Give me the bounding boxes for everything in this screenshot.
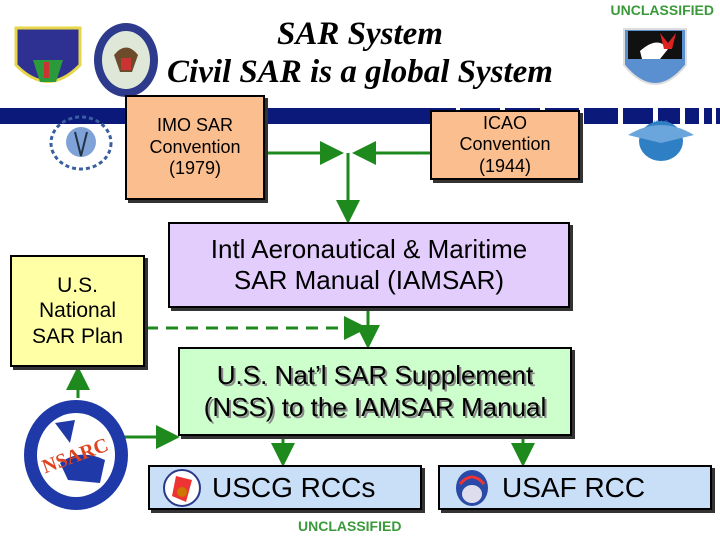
nsarc-logo: NSARC	[24, 400, 128, 510]
classification-top: UNCLASSIFIED	[610, 2, 714, 18]
usaf-rcc-box: USAF RCC	[438, 465, 712, 510]
iamsar-box: Intl Aeronautical & Maritime SAR Manual …	[168, 222, 570, 308]
icao-convention-box: ICAO Convention (1944)	[430, 110, 580, 180]
uscg-rccs-box: USCG RCCs	[148, 465, 422, 510]
title-line2: Civil SAR is a global System	[167, 54, 553, 90]
icao-logo: ICAO	[628, 121, 694, 161]
usaf-rcc-logo	[456, 469, 488, 506]
northcom-seal	[94, 23, 158, 97]
nss-box: U.S. Nat’l SAR Supplement (NSS) to the I…	[178, 347, 572, 436]
usaf-label: USAF RCC	[502, 471, 646, 503]
classification-bottom: UNCLASSIFIED	[298, 518, 402, 534]
title-line1: SAR System	[277, 16, 443, 52]
conr-afnorth-logo	[623, 28, 687, 85]
uscg-logo	[163, 468, 201, 507]
imo-sar-convention-box: IMO SAR Convention (1979)	[125, 95, 265, 200]
norad-logo	[14, 26, 82, 83]
uscg-label: USCG RCCs	[212, 471, 376, 503]
header-logos	[14, 23, 158, 97]
national-sar-plan-box: U.S. National SAR Plan	[10, 255, 145, 367]
svg-text:ICAO: ICAO	[654, 121, 669, 127]
imo-logo	[49, 115, 113, 171]
